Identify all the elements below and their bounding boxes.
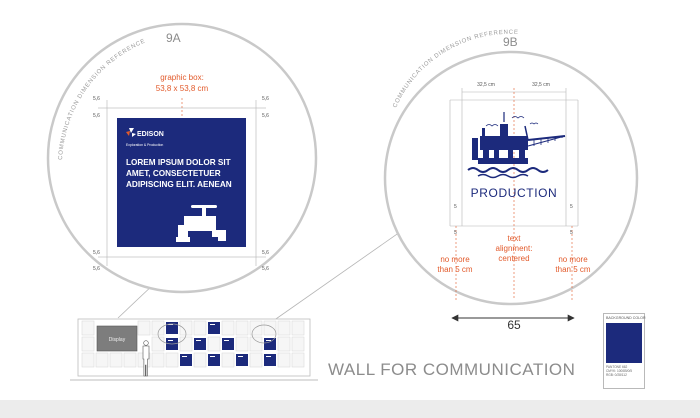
side-note-left-line-1: no more <box>440 255 470 264</box>
margin-label-b-left: 5 <box>454 204 457 210</box>
margin-label-b-bottom-left: 5 <box>454 230 457 236</box>
platform-caption: PRODUCTION <box>471 186 558 200</box>
wall-display-screen <box>96 325 138 352</box>
margin-label-left-bottom: 5,6 <box>93 250 100 256</box>
side-note-right-line-2: than 5 cm <box>555 265 590 274</box>
oil-platform-icon <box>467 112 566 179</box>
half-width-label-left: 32,5 cm <box>477 82 495 88</box>
margin-label-b-bottom-right: 5 <box>570 230 573 236</box>
wall-focus-ellipse-b <box>251 324 277 344</box>
panel-brand: EDISON <box>137 131 164 138</box>
swatch-code-pantone: PANTONE 662 <box>606 365 628 369</box>
center-note-line-1: text <box>508 234 522 243</box>
margin-label-b-right: 5 <box>570 204 573 210</box>
circle-b-reference-code: 9B <box>503 35 518 49</box>
panel-headline-line-1: LOREM IPSUM DOLOR SIT <box>126 158 231 167</box>
person-icon <box>142 340 150 377</box>
margin-label-bottom-right: 5,6 <box>262 266 269 272</box>
margin-label-right-bottom: 5,6 <box>262 250 269 256</box>
connector-line-b <box>262 224 411 329</box>
margin-label-top-right: 5,6 <box>262 96 269 102</box>
margin-label-right-top: 5,6 <box>262 113 269 119</box>
graphic-box-size: 53,8 x 53,8 cm <box>156 84 209 93</box>
panel-headline-line-2: AMET, CONSECTETUER <box>126 169 221 178</box>
circle-a-reference-code: 9A <box>166 31 181 45</box>
margin-label-bottom-left: 5,6 <box>93 266 100 272</box>
margin-label-top-left: 5,6 <box>93 96 100 102</box>
wall-panel-marks <box>168 324 271 357</box>
valve-icon <box>176 205 226 242</box>
center-note-line-2: alignment: <box>496 244 533 253</box>
wall-focus-ellipse-a <box>157 323 187 345</box>
swatch-code-rgb: RGB: 0/28/112 <box>606 373 627 377</box>
swatch-color-fill <box>606 323 642 363</box>
edison-logo-icon <box>126 128 136 137</box>
diagram-canvas: COMMUNICATION DIMENSION REFERENCE 9A gra… <box>46 22 639 381</box>
half-width-label-right: 32,5 cm <box>532 82 550 88</box>
margin-label-left-top: 5,6 <box>93 113 100 119</box>
swatch-code-cmyk: CMYK: 100/85/0/5 <box>606 369 633 373</box>
wall-display-label: Display <box>109 337 126 343</box>
graphic-box-label: graphic box: <box>160 73 204 82</box>
center-note-line-3: centered <box>498 254 529 263</box>
circle-b-guides <box>455 88 573 300</box>
side-note-left-line-2: than 5 cm <box>437 265 472 274</box>
total-width-label: 65 <box>507 318 521 332</box>
wall-title: WALL FOR COMMUNICATION <box>328 360 576 379</box>
footer-band <box>0 400 700 418</box>
wall-elevation: Display <box>70 318 318 381</box>
swatch-label: BACKGROUND COLOR <box>606 316 646 320</box>
background-color-swatch: BACKGROUND COLOR PANTONE 662 CMYK: 100/8… <box>603 313 646 389</box>
circle-a-dimension-frame <box>98 100 266 266</box>
panel-brand-sub: Exploration & Production <box>126 143 163 147</box>
wall-tiles <box>81 320 305 368</box>
side-note-right-line-1: no more <box>558 255 588 264</box>
swatch-codes: PANTONE 662 CMYK: 100/85/0/5 RGB: 0/28/1… <box>606 365 632 377</box>
detail-circle-b: COMMUNICATION DIMENSION REFERENCE 9B <box>383 30 639 306</box>
panel-headline-line-3: ADIPISCING ELIT. AENEAN <box>126 180 232 189</box>
detail-circle-a: COMMUNICATION DIMENSION REFERENCE 9A gra… <box>46 22 318 294</box>
